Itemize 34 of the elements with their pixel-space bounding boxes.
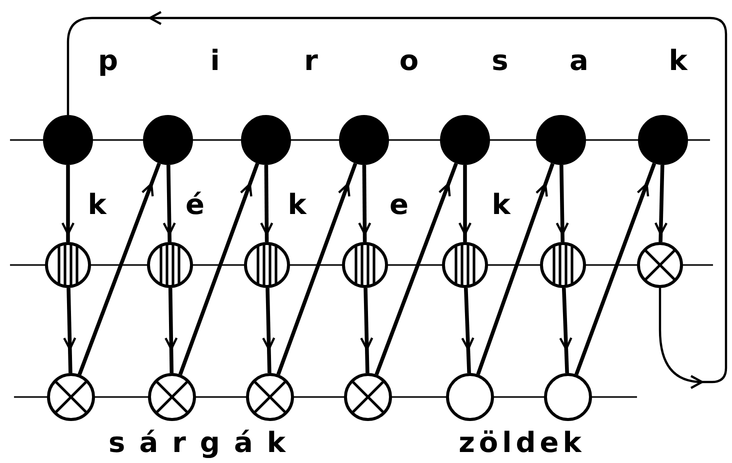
filled-circle (534, 113, 588, 167)
filled-circle (141, 113, 195, 167)
letter-label: k (288, 191, 306, 219)
empty-circle (542, 371, 594, 423)
striped-circle (43, 240, 93, 290)
letter-label: a (570, 47, 588, 75)
filled-circle (239, 113, 293, 167)
letter-label: p (98, 47, 118, 75)
filled-circle (438, 113, 492, 167)
letter-label: k (668, 47, 688, 75)
crossed-circle (146, 371, 198, 423)
striped-circle (145, 240, 195, 290)
striped-circle (340, 240, 390, 290)
letter-label: é (186, 191, 204, 219)
letter-label: o (399, 47, 419, 75)
striped-circle (440, 240, 490, 290)
letter-label: e (390, 191, 408, 219)
letter-label: k (88, 191, 106, 219)
crossed-circle (635, 240, 685, 290)
letter-label: i (210, 47, 220, 75)
striped-circle (538, 240, 588, 290)
filled-circle (337, 113, 391, 167)
crossed-circle (342, 371, 394, 423)
striped-circle (242, 240, 292, 290)
letter-label: r (304, 47, 318, 75)
word-label: zöldek (458, 429, 586, 457)
crossed-circle (45, 371, 97, 423)
letter-label: s (492, 47, 508, 75)
letter-label: k (492, 191, 510, 219)
filled-circle (636, 113, 690, 167)
crossed-circle (244, 371, 296, 423)
filled-circle (41, 113, 95, 167)
empty-circle (444, 371, 496, 423)
word-label: sárgák (108, 429, 300, 457)
